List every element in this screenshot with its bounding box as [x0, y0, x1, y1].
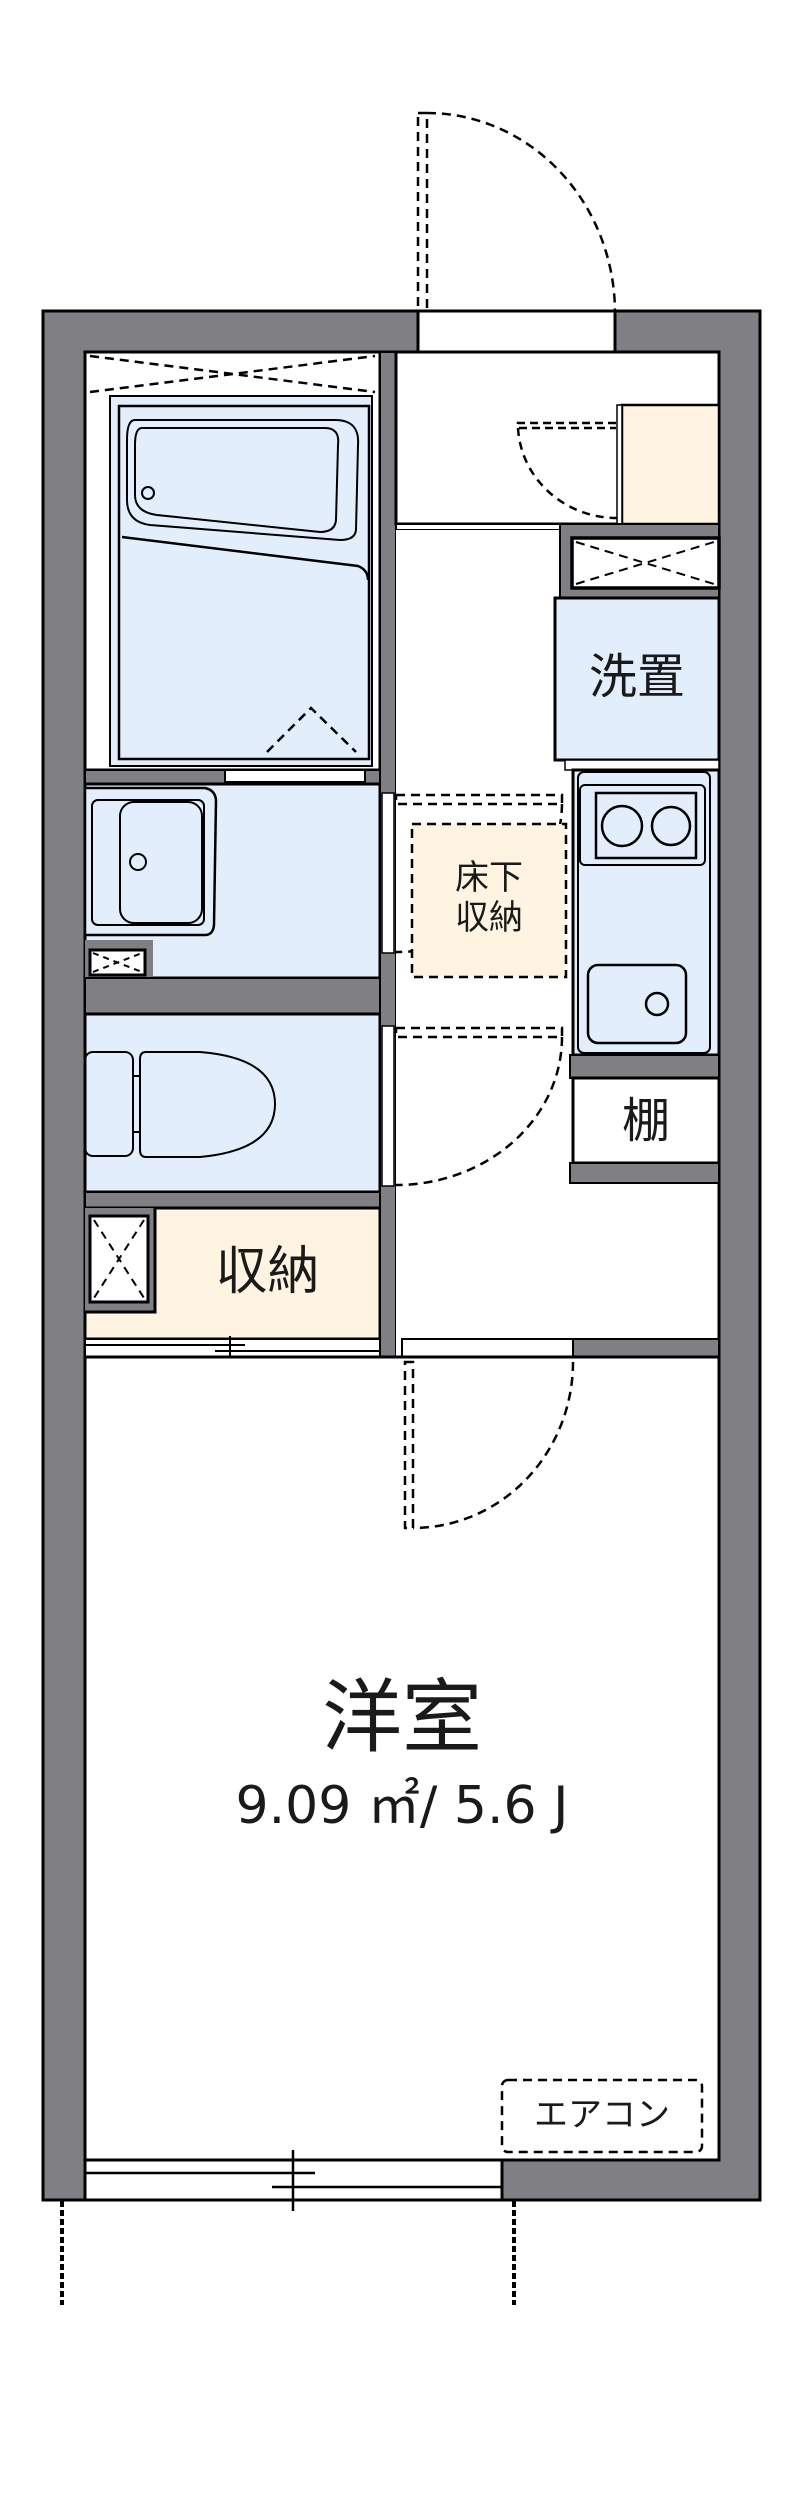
shelf-wall: [569, 1162, 720, 1184]
balcony-window: [83, 2150, 504, 2211]
interior-wall: [84, 1191, 396, 1209]
toilet-room: [83, 1012, 382, 1194]
kitchen-counter: [571, 768, 721, 1057]
hall-room-wall: [572, 1338, 720, 1358]
shelf-label: 棚: [621, 1093, 670, 1149]
closet-label: 収納: [215, 1242, 320, 1302]
room-door-swing: [403, 1360, 575, 1530]
toilet-door-swing: [394, 1026, 564, 1187]
washroom: [83, 782, 382, 980]
air-conditioner-outline: [500, 2078, 704, 2154]
underfloor-storage-label: 床下 収納: [412, 858, 566, 938]
bathroom-door: [224, 769, 366, 783]
western-room: [83, 1355, 721, 2162]
closet: [83, 1206, 382, 1362]
washroom-door-opening: [381, 792, 395, 954]
bathroom: [83, 350, 382, 772]
washer-space-label: 洗置: [588, 649, 685, 705]
washer-space: [553, 596, 721, 762]
shelf: [571, 1076, 721, 1165]
western-room-area: 9.09 ㎡/ 5.6 J: [235, 1776, 569, 1836]
western-room-label: 洋室: [322, 1671, 482, 1764]
room-door-threshold: [401, 1338, 574, 1358]
underfloor-storage-label-line2: 収納: [455, 898, 523, 938]
air-conditioner-label: エアコン: [534, 2095, 670, 2135]
underfloor-storage: [410, 822, 568, 979]
entrance-door-swing: [416, 111, 617, 315]
toilet-door-opening: [381, 1025, 395, 1187]
interior-wall: [84, 977, 396, 1015]
underfloor-storage-label-line1: 床下: [455, 858, 523, 898]
pipe-space: [559, 523, 721, 599]
kitchen-wall: [569, 1054, 720, 1079]
balcony-edges: [60, 2201, 516, 2305]
